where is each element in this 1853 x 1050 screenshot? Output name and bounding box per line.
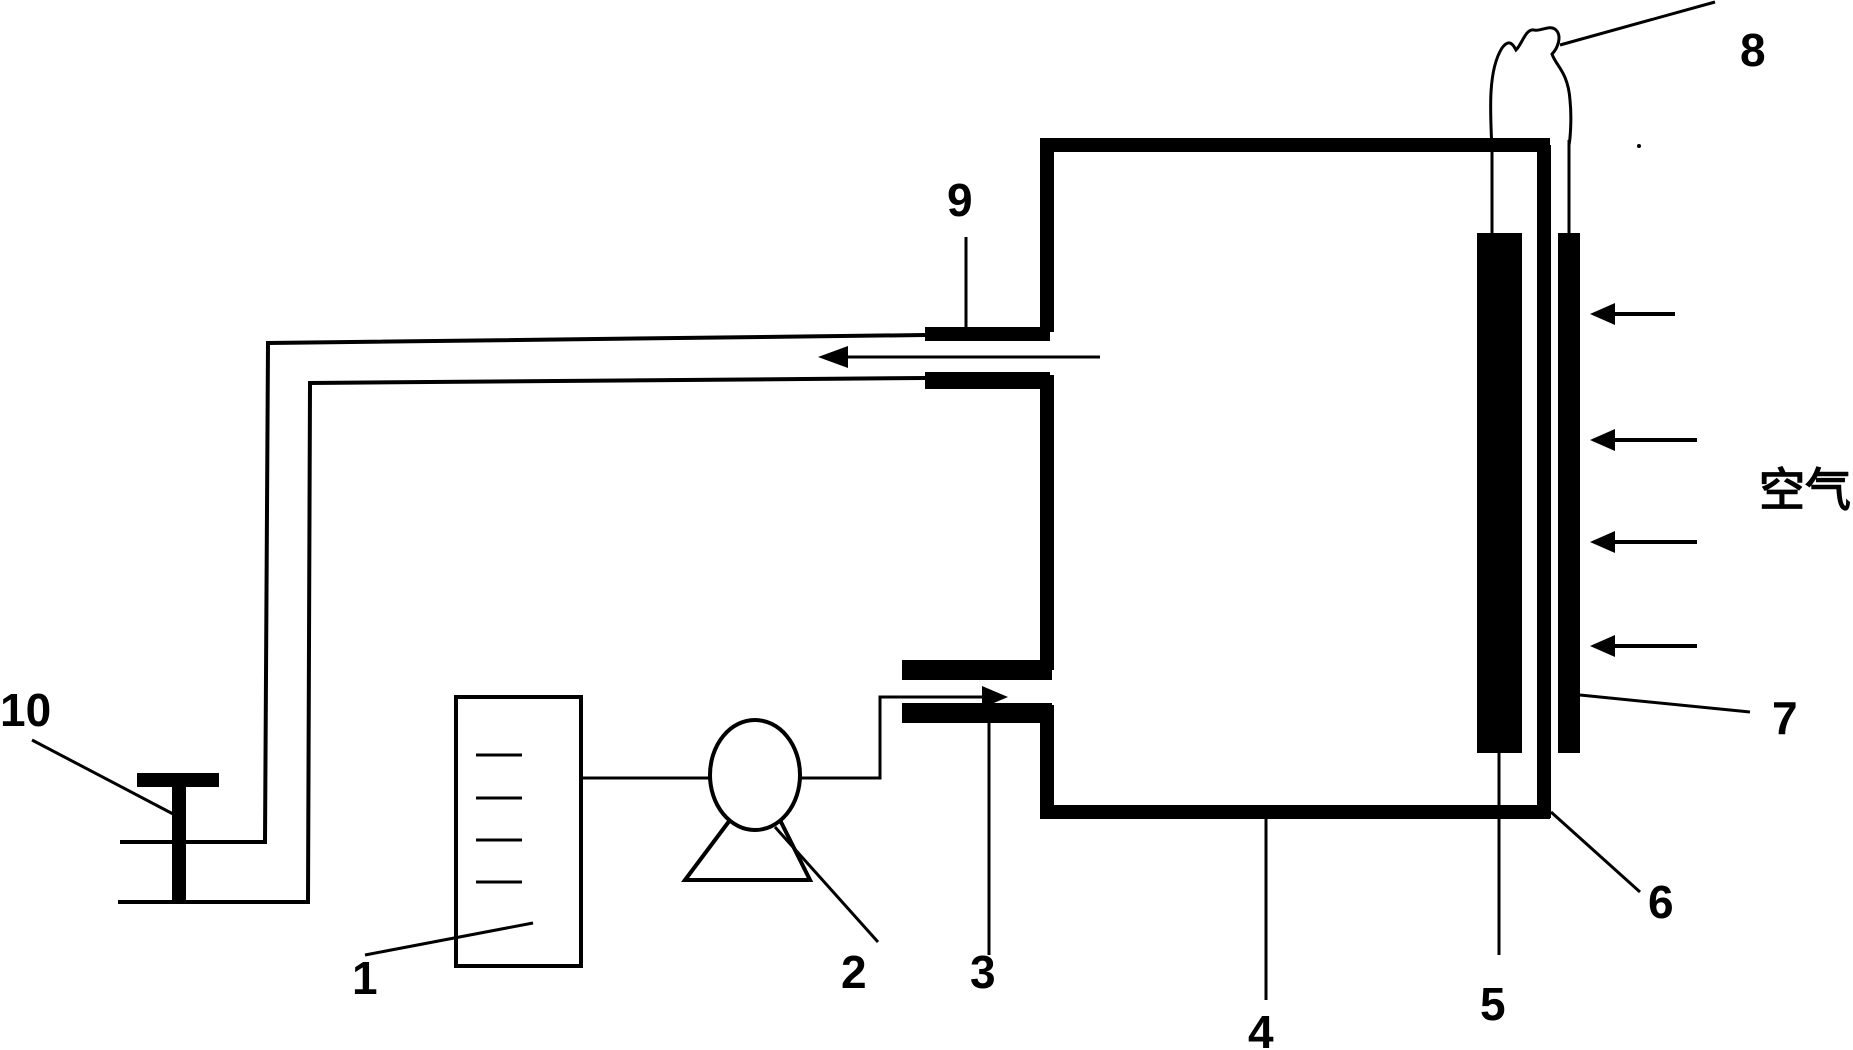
label-6: 6: [1648, 876, 1674, 928]
label-air: 空气: [1759, 463, 1851, 517]
inlet-pipe: [581, 695, 990, 780]
label-10: 10: [0, 684, 51, 736]
label-3: 3: [970, 946, 996, 998]
label-8: 8: [1740, 24, 1766, 76]
label-4: 4: [1248, 1006, 1274, 1050]
reaction-chamber: [1040, 138, 1551, 819]
gas-outlet-port: [818, 327, 1100, 389]
pump: [681, 718, 814, 882]
external-circuit-wire: [1489, 26, 1573, 151]
label-5: 5: [1480, 978, 1506, 1030]
leader-lines: [31, 0, 1751, 1000]
air-flow-arrows: [1590, 303, 1697, 657]
label-9: 9: [947, 174, 973, 226]
label-2: 2: [841, 946, 867, 998]
label-1: 1: [352, 952, 378, 1004]
air-cathode: [1558, 140, 1580, 753]
valve: [137, 773, 219, 904]
liquid-inlet-port: [902, 660, 1052, 723]
speck: [1637, 144, 1641, 148]
anode-electrode: [1477, 150, 1522, 753]
label-7: 7: [1772, 692, 1798, 744]
outlet-pipe: [118, 333, 926, 904]
liquid-reservoir: [454, 695, 583, 968]
